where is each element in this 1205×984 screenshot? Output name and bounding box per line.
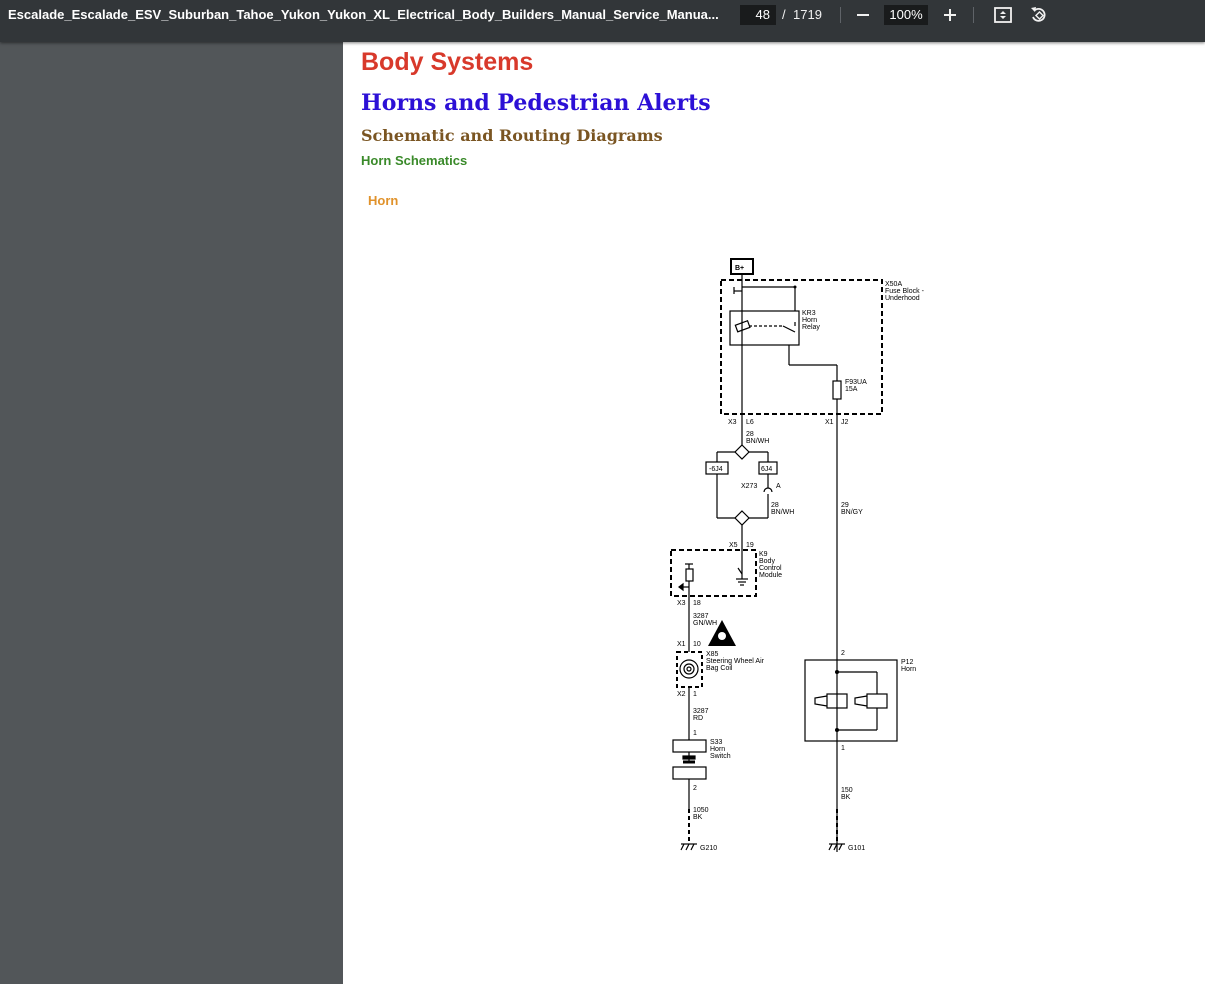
pin-label: 1 [693, 730, 697, 737]
minus-icon [857, 14, 869, 16]
s33-label: S33 [710, 739, 723, 746]
subsection-heading: Horns and Pedestrian Alerts [361, 90, 711, 116]
figure-title: Horn [368, 193, 399, 208]
bplus-label: B+ [735, 265, 744, 272]
connector-label: X273 [741, 483, 757, 490]
connector-label: 1 [693, 691, 697, 698]
connector-label: X3 [728, 419, 737, 426]
splice-label: -6J4 [709, 466, 723, 473]
document-title: Escalade_Escalade_ESV_Suburban_Tahoe_Yuk… [8, 7, 719, 22]
connector-label: X2 [677, 691, 686, 698]
page-number-input[interactable]: 48 [740, 5, 776, 25]
p12-label: P12 [901, 659, 914, 666]
pin-label: 1 [841, 745, 845, 752]
fit-to-page-button[interactable] [990, 3, 1016, 27]
page-total: 1719 [793, 7, 822, 22]
wire-label: GN/WH [693, 620, 717, 627]
ground-label: G101 [848, 845, 865, 852]
zoom-out-button[interactable] [850, 3, 876, 27]
wire-label: 29 [841, 502, 849, 509]
connector-label: 18 [693, 600, 701, 607]
kr3-label: KR3 [802, 310, 816, 317]
kr3-label: Relay [802, 324, 820, 331]
connector-label: 19 [746, 542, 754, 549]
x50a-label: Underhood [885, 295, 920, 302]
pin-label: 2 [693, 785, 697, 792]
connector-label: X3 [677, 600, 686, 607]
wire-label: 3287 [693, 613, 709, 620]
wire-label: 28 [746, 431, 754, 438]
wire-label: BN/WH [771, 509, 794, 516]
connector-label: X1 [677, 641, 686, 648]
ground-label: G210 [700, 845, 717, 852]
kr3-label: Horn [802, 317, 817, 324]
k9-label: Module [759, 572, 782, 579]
pin-label: 2 [841, 650, 845, 657]
page-separator: / [782, 7, 786, 22]
s33-label: Switch [710, 753, 731, 760]
connector-label: L6 [746, 419, 754, 426]
pdf-page[interactable]: Body Systems Horns and Pedestrian Alerts… [343, 42, 1205, 984]
connector-label: X5 [729, 542, 738, 549]
wire-label: BK [693, 814, 703, 821]
zoom-in-button[interactable] [937, 3, 963, 27]
airbag-warning-icon [708, 620, 736, 646]
pdf-toolbar: Escalade_Escalade_ESV_Suburban_Tahoe_Yuk… [0, 0, 1205, 42]
fuse-label: F93UA [845, 379, 867, 386]
zoom-input[interactable]: 100% [884, 5, 928, 25]
wire-label: 3287 [693, 708, 709, 715]
fuse-label: 15A [845, 386, 858, 393]
x50a-label: X50A [885, 281, 902, 288]
schematics-heading: Horn Schematics [361, 153, 468, 168]
x85-label: X85 [706, 651, 719, 658]
wire-label: 1050 [693, 807, 709, 814]
wire-label: 150 [841, 787, 853, 794]
wire-label: 28 [771, 502, 779, 509]
horn-schematic-diagram: B+ X50A Fuse Block - Underhood KR3 Horn … [670, 258, 925, 852]
x50a-label: Fuse Block - [885, 288, 925, 295]
s33-label: Horn [710, 746, 725, 753]
x85-label: Steering Wheel Air [706, 658, 765, 665]
splice-label: 6J4 [761, 466, 772, 473]
toolbar-divider [973, 7, 974, 23]
k9-label: Control [759, 565, 782, 572]
wire-label: RD [693, 715, 703, 722]
section-heading: Body Systems [361, 48, 534, 76]
connector-label: J2 [841, 419, 849, 426]
rotate-button[interactable] [1026, 3, 1052, 27]
wire-label: BK [841, 794, 851, 801]
connector-label: X1 [825, 419, 834, 426]
k9-label: Body [759, 558, 775, 565]
wire-label: BN/WH [746, 438, 769, 445]
viewer-background [0, 42, 342, 984]
fit-page-icon [994, 7, 1012, 23]
x85-label: Bag Coil [706, 665, 733, 672]
subsubsection-heading: Schematic and Routing Diagrams [361, 126, 663, 145]
toolbar-divider [840, 7, 841, 23]
wire-label: BN/GY [841, 509, 863, 516]
rotate-icon [1031, 7, 1046, 22]
connector-label: 10 [693, 641, 701, 648]
connector-label: A [776, 483, 781, 490]
p12-label: Horn [901, 666, 916, 673]
plus-icon [944, 9, 956, 21]
k9-label: K9 [759, 551, 768, 558]
